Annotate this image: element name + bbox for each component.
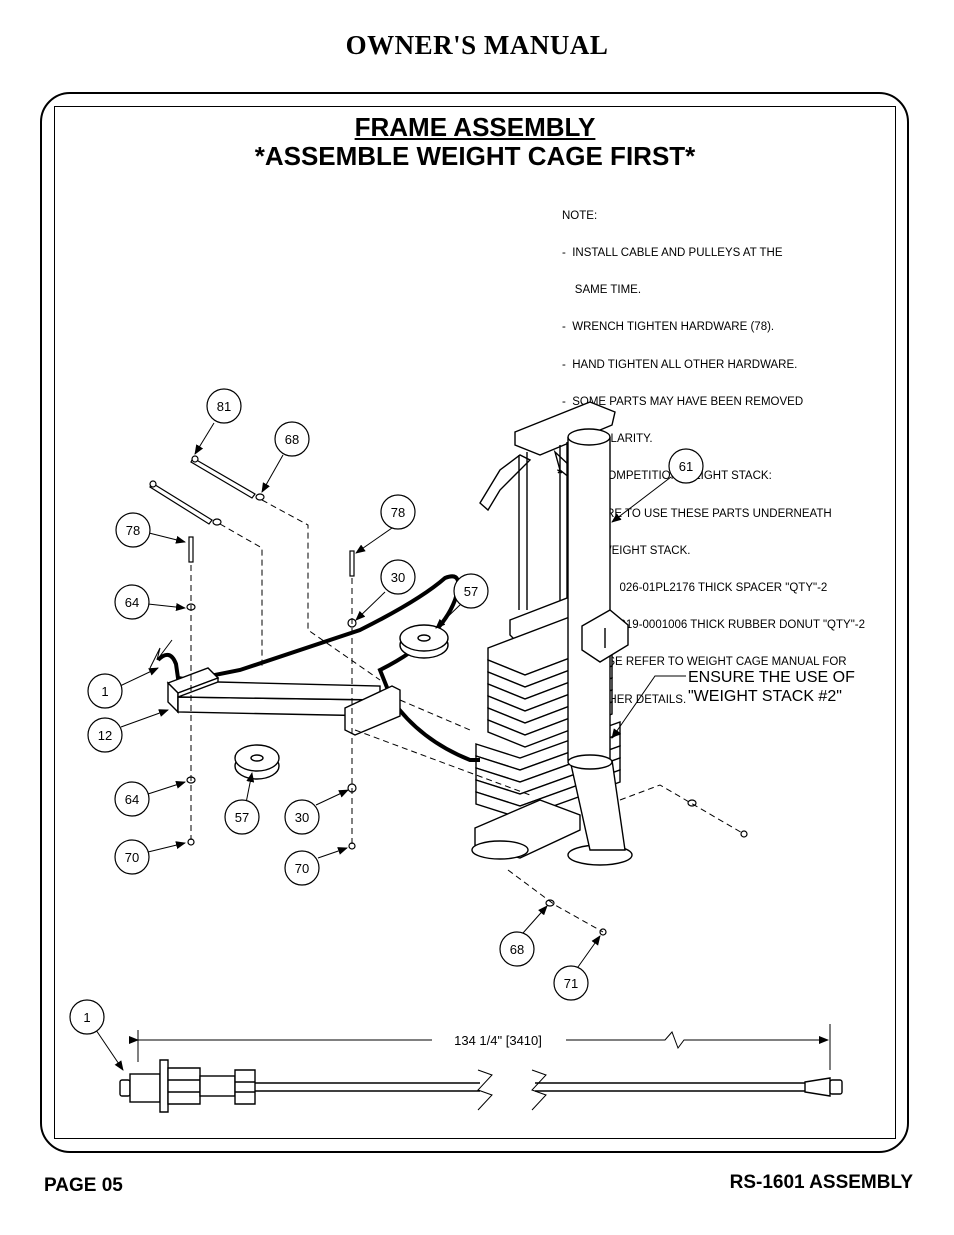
callout-1: 1 bbox=[101, 684, 108, 699]
callout-57: 57 bbox=[235, 810, 249, 825]
outer-frame bbox=[40, 92, 909, 1153]
callout-81: 81 bbox=[217, 399, 231, 414]
callout-circles bbox=[69, 388, 704, 1035]
note-line: 019-0001006 THICK RUBBER DONUT "QTY"-2 bbox=[562, 619, 866, 632]
note-line: - WRENCH TIGHTEN HARDWARE (78). bbox=[562, 321, 775, 334]
callout-57: 57 bbox=[464, 584, 478, 599]
leader-lines bbox=[95, 422, 686, 1071]
cable-detail bbox=[119, 1059, 843, 1113]
note-line: - INSTALL CABLE AND PULLEYS AT THE bbox=[562, 247, 783, 260]
dimension-text: 134 1/4" [3410] bbox=[454, 1033, 542, 1048]
note-line: THE WEIGHT STACK. bbox=[562, 544, 691, 557]
weight-cage bbox=[471, 401, 633, 866]
callout-61: 61 bbox=[679, 459, 693, 474]
callout-68: 68 bbox=[285, 432, 299, 447]
callout-30: 30 bbox=[391, 570, 405, 585]
pulley-bracket bbox=[166, 667, 401, 736]
callout-30: 30 bbox=[295, 810, 309, 825]
dimension-line bbox=[129, 1024, 831, 1070]
callout-70: 70 bbox=[125, 850, 139, 865]
cable-break-marks bbox=[477, 1069, 547, 1111]
callout-1: 1 bbox=[83, 1010, 90, 1025]
section-title-line1: FRAME ASSEMBLY bbox=[354, 112, 596, 142]
section-title: FRAME ASSEMBLY *ASSEMBLE WEIGHT CAGE FIR… bbox=[54, 113, 896, 171]
hardware bbox=[149, 455, 748, 936]
callout-numbers: 81 68 78 78 61 64 30 57 1 12 64 57 30 70… bbox=[83, 399, 693, 1025]
weight-stack-label-line1: ENSURE THE USE OF bbox=[688, 669, 855, 686]
weight-stack-label-line2: "WEIGHT STACK #2" bbox=[688, 688, 842, 705]
callout-64: 64 bbox=[125, 792, 139, 807]
manual-title: OWNER'S MANUAL bbox=[345, 30, 609, 60]
callout-78: 78 bbox=[126, 523, 140, 538]
inner-frame bbox=[54, 106, 896, 1139]
callout-70: 70 bbox=[295, 861, 309, 876]
callout-78: 78 bbox=[391, 505, 405, 520]
assembly-notes: NOTE: - INSTALL CABLE AND PULLEYS AT THE… bbox=[557, 185, 866, 718]
pulley-upper bbox=[399, 624, 449, 659]
assembly-guide-lines bbox=[190, 499, 745, 933]
document-name: RS-1601 ASSEMBLY bbox=[729, 1172, 913, 1193]
break-symbol bbox=[149, 639, 173, 669]
note-line: SAME TIME. bbox=[562, 284, 642, 297]
note-line: 026-01PL2176 THICK SPACER "QTY"-2 bbox=[562, 582, 828, 594]
note-line: - HAND TIGHTEN ALL OTHER HARDWARE. bbox=[562, 358, 798, 371]
pulley-lower bbox=[234, 744, 280, 780]
callout-68: 68 bbox=[510, 942, 524, 957]
callout-71: 71 bbox=[564, 976, 578, 991]
callout-12: 12 bbox=[98, 728, 112, 743]
callout-64: 64 bbox=[125, 595, 139, 610]
page-number: PAGE 05 bbox=[44, 1175, 123, 1196]
section-title-line2: *ASSEMBLE WEIGHT CAGE FIRST* bbox=[254, 141, 696, 171]
notes-heading: NOTE: bbox=[562, 209, 598, 222]
